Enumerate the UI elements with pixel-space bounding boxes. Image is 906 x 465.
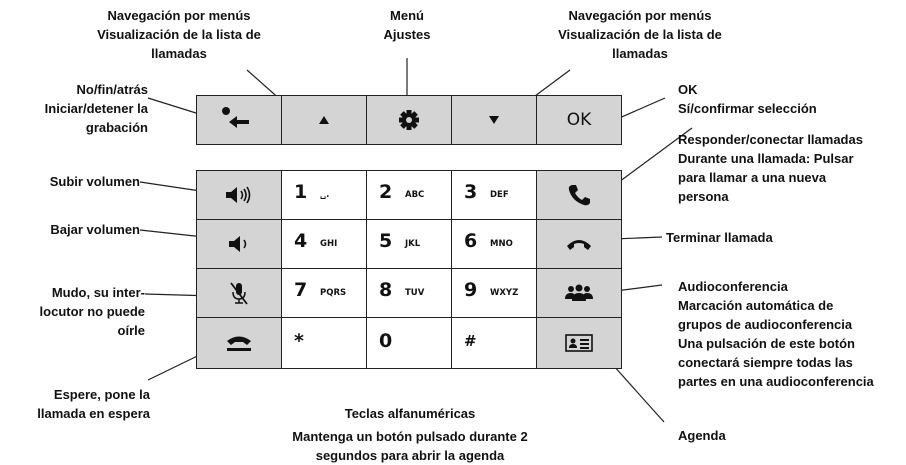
handset-hangup-icon: [567, 240, 591, 250]
hold-key[interactable]: [196, 317, 282, 369]
speaker-loud-icon: [226, 186, 251, 204]
arrow-down-icon: [489, 116, 499, 124]
ok-key[interactable]: OK: [536, 95, 622, 145]
label-end-call: Terminar llamada: [666, 230, 773, 245]
volume-down-key[interactable]: [196, 219, 282, 269]
label-volume-down: Bajar volumen: [50, 222, 140, 237]
back-key[interactable]: [196, 95, 282, 145]
phonebook-key[interactable]: [536, 317, 622, 369]
down-key[interactable]: [451, 95, 537, 145]
gear-icon: [399, 110, 419, 130]
handset-answer-icon: [568, 185, 590, 206]
up-key[interactable]: [281, 95, 367, 145]
microphone-muted-icon: [230, 282, 248, 305]
mute-key[interactable]: [196, 268, 282, 318]
key-1[interactable]: 1␣.: [281, 170, 367, 220]
label-phonebook: Agenda: [678, 428, 726, 443]
end-call-key[interactable]: [536, 219, 622, 269]
conference-key[interactable]: [536, 268, 622, 318]
menu-key[interactable]: [366, 95, 452, 145]
volume-up-key[interactable]: [196, 170, 282, 220]
key-0[interactable]: 0: [366, 317, 452, 369]
key-hash[interactable]: #: [451, 317, 537, 369]
answer-key[interactable]: [536, 170, 622, 220]
ok-key-label: OK: [566, 110, 592, 130]
label-volume-up: Subir volumen: [49, 174, 140, 189]
hold-handset-icon: [227, 336, 251, 351]
key-star[interactable]: *: [281, 317, 367, 369]
group-icon: [565, 284, 593, 301]
record-back-arrow-icon: [222, 107, 249, 128]
arrow-up-icon: [319, 116, 329, 124]
contact-card-icon: [565, 334, 593, 352]
speaker-quiet-icon: [229, 236, 247, 252]
